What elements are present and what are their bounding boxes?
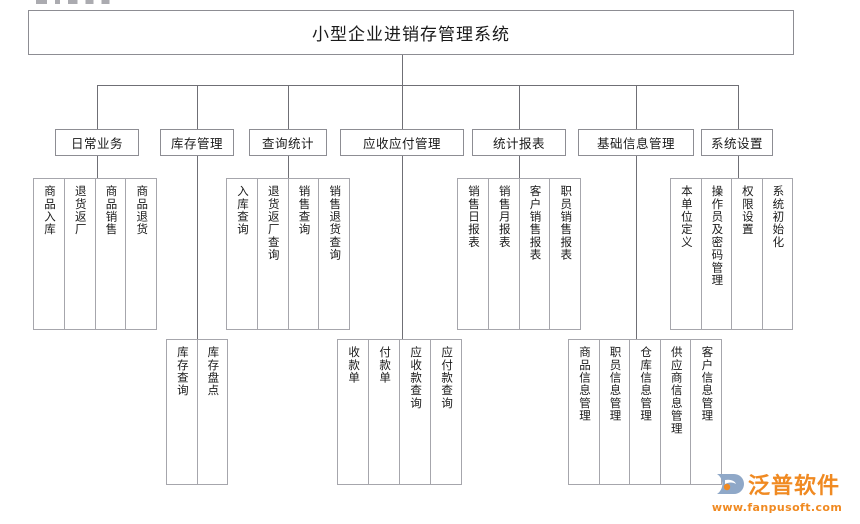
connector-drop-daily — [97, 85, 98, 129]
root-node[interactable]: 小型企业进销存管理系统 — [28, 10, 794, 55]
leaf-label: 供应商信息管理 — [669, 346, 682, 435]
leaf-label: 系统初始化 — [771, 185, 784, 249]
leaf-label: 应收款查询 — [409, 346, 422, 410]
leaf-cell[interactable]: 商品退货 — [126, 179, 156, 329]
leaf-label: 销售月报表 — [497, 185, 510, 249]
connector-query-to-group — [288, 156, 289, 179]
leaf-group-report: 销售日报表 销售月报表 客户销售报表 职员销售报表 — [457, 178, 581, 330]
node-settings[interactable]: 系统设置 — [701, 129, 773, 156]
leaf-label: 权限设置 — [740, 185, 753, 236]
leaf-cell[interactable]: 职员信息管理 — [600, 340, 631, 484]
leaf-cell[interactable]: 仓库信息管理 — [630, 340, 661, 484]
connector-drop-query — [288, 85, 289, 129]
leaf-cell[interactable]: 应付款查询 — [431, 340, 461, 484]
connector-drop-stock — [197, 85, 198, 129]
leaf-group-daily: 商品入库 退货返厂 商品销售 商品退货 — [33, 178, 157, 330]
leaf-cell[interactable]: 销售日报表 — [458, 179, 489, 329]
leaf-cell[interactable]: 库存查询 — [167, 340, 198, 484]
node-query[interactable]: 查询统计 — [249, 129, 327, 156]
fanpu-logo-icon — [714, 470, 744, 498]
leaf-label: 销售退货查询 — [328, 185, 341, 262]
leaf-label: 库存查询 — [175, 346, 188, 397]
connector-bus — [97, 85, 739, 86]
leaf-cell[interactable]: 销售月报表 — [489, 179, 520, 329]
node-baseinfo[interactable]: 基础信息管理 — [578, 129, 694, 156]
leaf-label: 销售查询 — [297, 185, 310, 236]
leaf-label: 商品入库 — [43, 185, 56, 236]
leaf-cell[interactable]: 客户信息管理 — [691, 340, 721, 484]
connector-drop-baseinfo — [636, 85, 637, 129]
node-ar-ap[interactable]: 应收应付管理 — [340, 129, 464, 156]
node-ar-ap-label: 应收应付管理 — [362, 137, 441, 151]
leaf-cell[interactable]: 退货返厂 — [65, 179, 96, 329]
leaf-label: 本单位定义 — [679, 185, 692, 249]
leaf-cell[interactable]: 销售查询 — [289, 179, 320, 329]
leaf-group-query: 入库查询 退货返厂查询 销售查询 销售退货查询 — [226, 178, 350, 330]
leaf-label: 商品销售 — [104, 185, 117, 236]
leaf-label: 应付款查询 — [440, 346, 453, 410]
node-report[interactable]: 统计报表 — [472, 129, 566, 156]
connector-root-stem — [402, 55, 403, 85]
leaf-label: 收款单 — [347, 346, 360, 385]
leaf-cell[interactable]: 付款单 — [369, 340, 400, 484]
leaf-cell[interactable]: 操作员及密码管理 — [702, 179, 732, 329]
leaf-label: 库存盘点 — [206, 346, 219, 397]
node-baseinfo-label: 基础信息管理 — [596, 137, 675, 151]
leaf-label: 商品信息管理 — [577, 346, 590, 423]
connector-drop-ar-ap — [402, 85, 403, 129]
node-query-label: 查询统计 — [261, 137, 314, 151]
leaf-label: 销售日报表 — [467, 185, 480, 249]
leaf-label: 仓库信息管理 — [639, 346, 652, 423]
node-settings-label: 系统设置 — [710, 137, 763, 151]
node-stock-label: 库存管理 — [170, 137, 223, 151]
watermark-brand: 泛普软件 — [747, 474, 840, 499]
leaf-cell[interactable]: 权限设置 — [732, 179, 763, 329]
top-crop-artifact — [36, 0, 116, 4]
leaf-label: 客户销售报表 — [528, 185, 541, 262]
leaf-cell[interactable]: 客户销售报表 — [520, 179, 551, 329]
leaf-cell[interactable]: 商品信息管理 — [569, 340, 600, 484]
connector-daily-to-group — [97, 156, 98, 179]
leaf-label: 职员销售报表 — [559, 185, 572, 262]
node-daily[interactable]: 日常业务 — [55, 129, 139, 156]
leaf-cell[interactable]: 职员销售报表 — [550, 179, 580, 329]
leaf-cell[interactable]: 退货返厂查询 — [258, 179, 289, 329]
connector-stock-to-group — [197, 156, 198, 339]
connector-baseinfo-to-group — [636, 156, 637, 339]
connector-report-to-group — [519, 156, 520, 179]
leaf-cell[interactable]: 本单位定义 — [671, 179, 702, 329]
leaf-group-stock: 库存查询 库存盘点 — [166, 339, 228, 485]
leaf-cell[interactable]: 商品入库 — [34, 179, 65, 329]
watermark: 泛普软件 www.fanpusoft.com — [702, 462, 852, 520]
leaf-label: 职员信息管理 — [608, 346, 621, 423]
node-report-label: 统计报表 — [492, 137, 545, 151]
node-stock[interactable]: 库存管理 — [160, 129, 234, 156]
leaf-label: 付款单 — [378, 346, 391, 385]
connector-drop-settings — [738, 85, 739, 129]
leaf-group-baseinfo: 商品信息管理 职员信息管理 仓库信息管理 供应商信息管理 客户信息管理 — [568, 339, 722, 485]
leaf-group-settings: 本单位定义 操作员及密码管理 权限设置 系统初始化 — [670, 178, 793, 330]
root-node-label: 小型企业进销存管理系统 — [312, 25, 510, 44]
connector-settings-to-group — [738, 156, 739, 179]
watermark-url: www.fanpusoft.com — [711, 501, 843, 514]
leaf-group-ar-ap: 收款单 付款单 应收款查询 应付款查询 — [337, 339, 462, 485]
leaf-label: 操作员及密码管理 — [710, 185, 723, 287]
leaf-label: 客户信息管理 — [700, 346, 713, 423]
leaf-cell[interactable]: 库存盘点 — [198, 340, 228, 484]
connector-ar-ap-to-group — [402, 156, 403, 339]
leaf-cell[interactable]: 销售退货查询 — [319, 179, 349, 329]
leaf-label: 商品退货 — [135, 185, 148, 236]
leaf-cell[interactable]: 入库查询 — [227, 179, 258, 329]
leaf-label: 入库查询 — [236, 185, 249, 236]
leaf-cell[interactable]: 供应商信息管理 — [661, 340, 692, 484]
node-daily-label: 日常业务 — [70, 137, 123, 151]
leaf-label: 退货返厂查询 — [266, 185, 279, 262]
leaf-label: 退货返厂 — [73, 185, 86, 236]
leaf-cell[interactable]: 系统初始化 — [763, 179, 793, 329]
leaf-cell[interactable]: 收款单 — [338, 340, 369, 484]
connector-drop-report — [519, 85, 520, 129]
leaf-cell[interactable]: 商品销售 — [96, 179, 127, 329]
leaf-cell[interactable]: 应收款查询 — [400, 340, 431, 484]
